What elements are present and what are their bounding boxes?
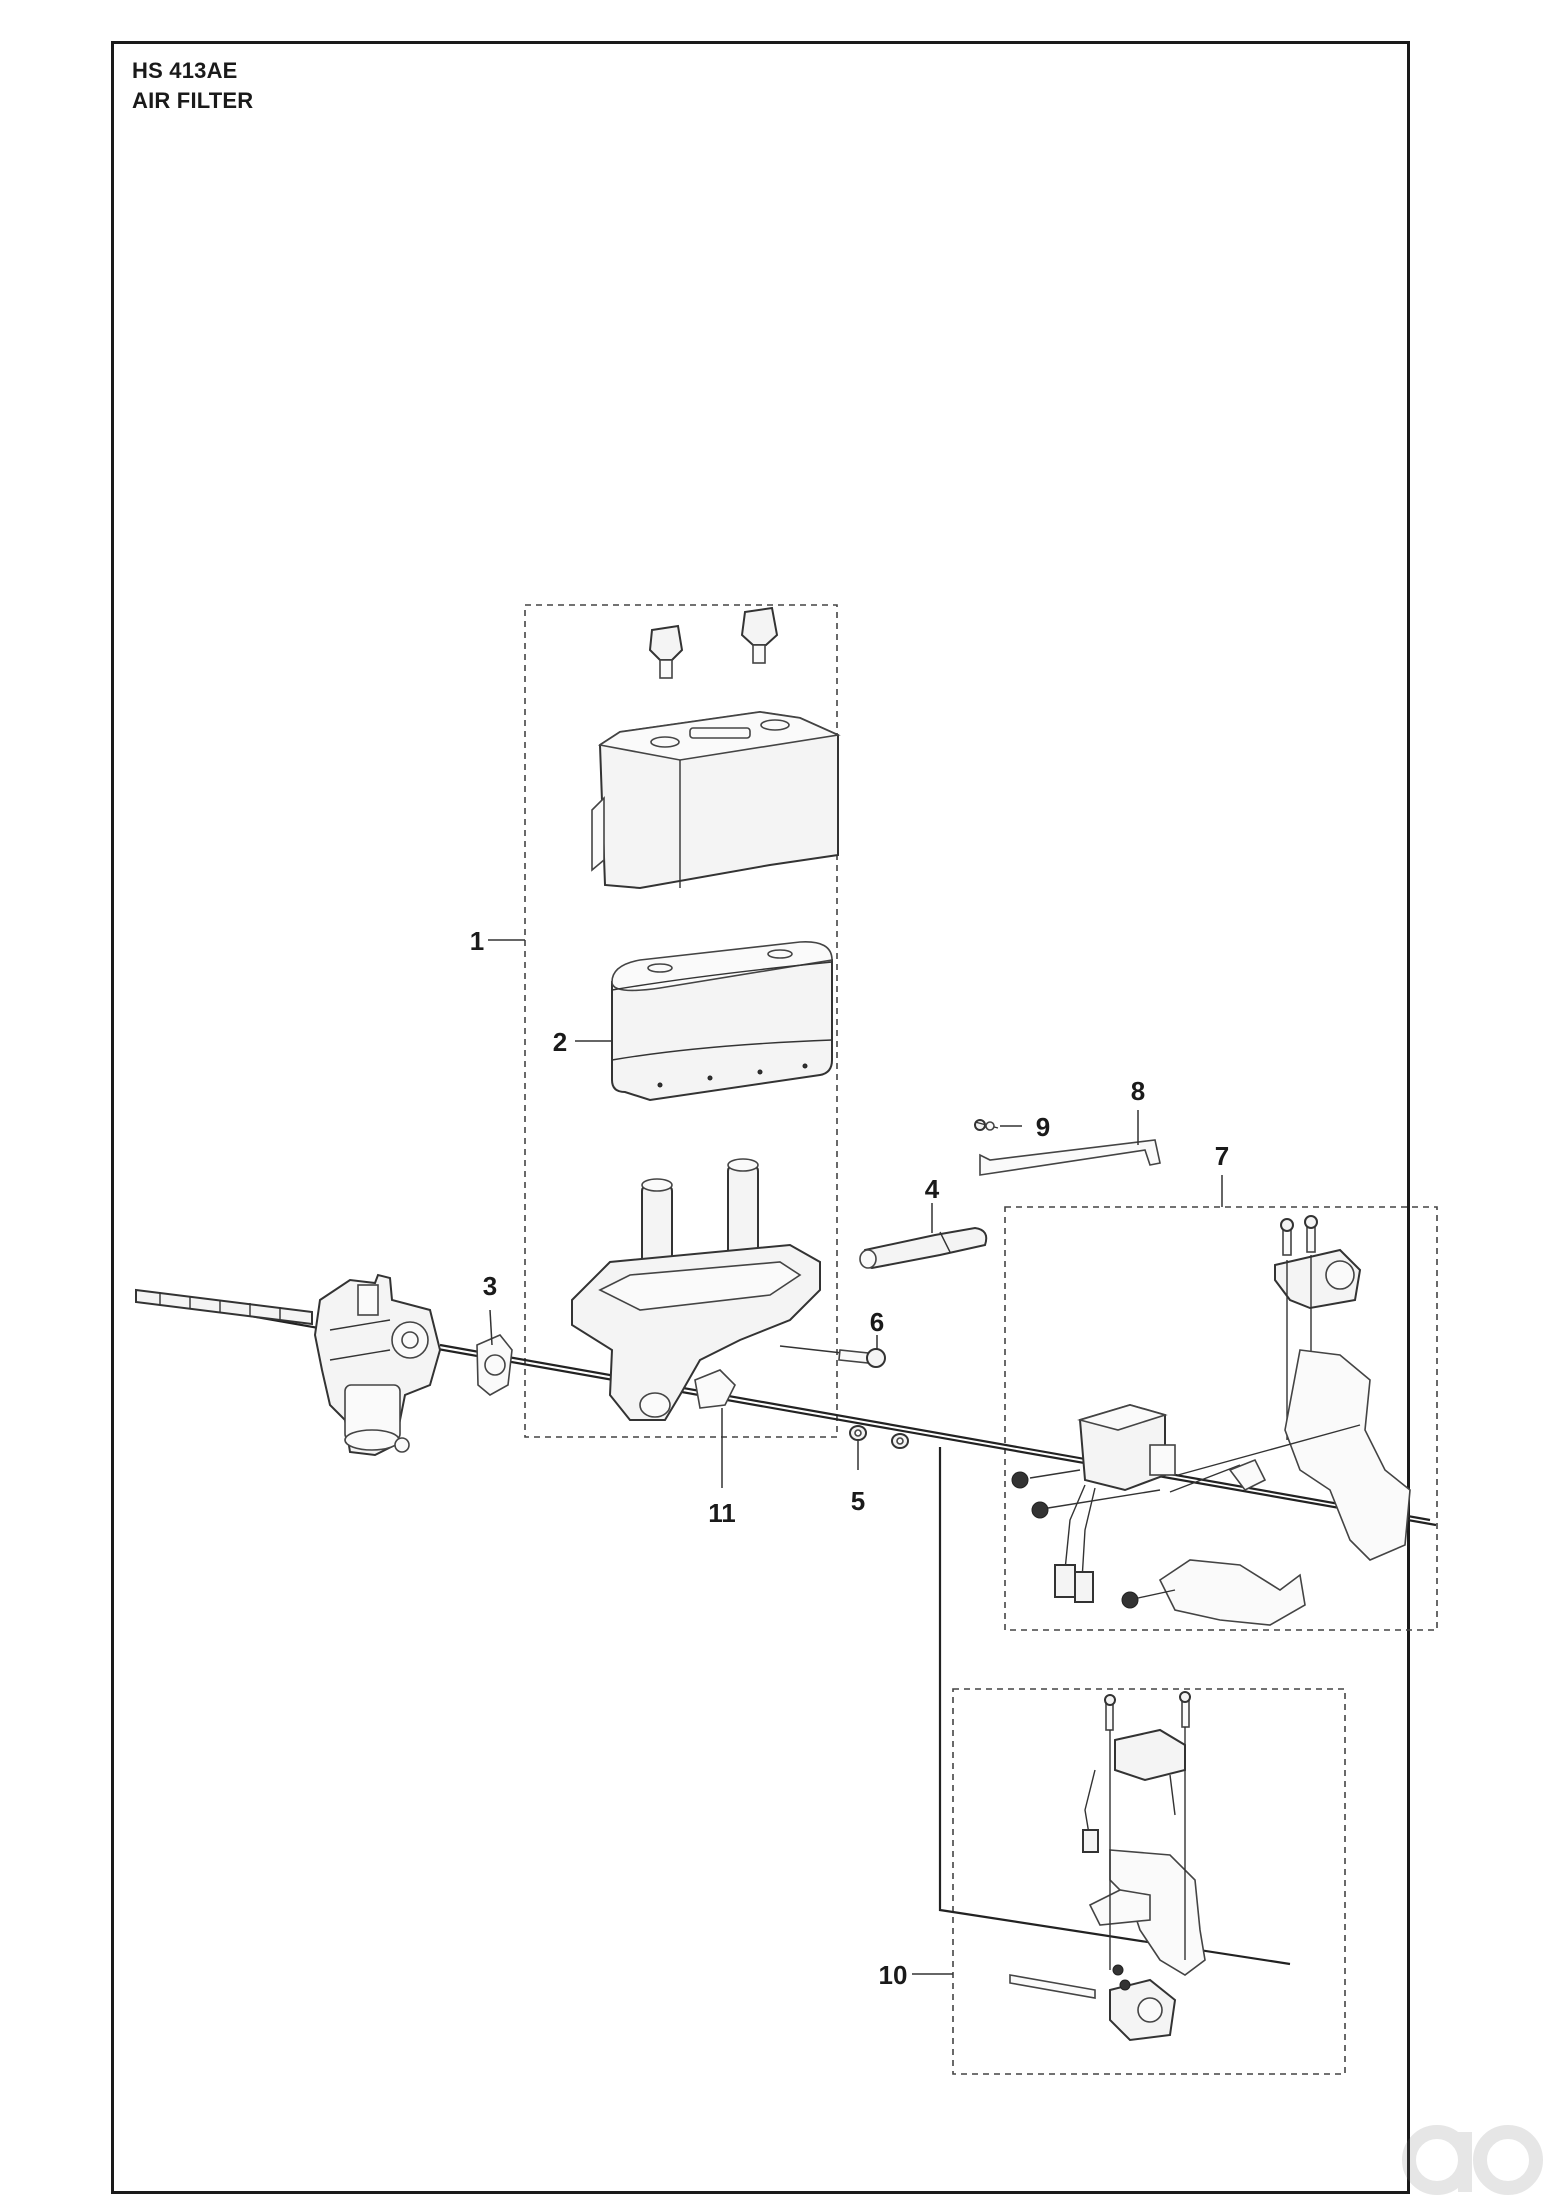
callout-8: 8 <box>1131 1076 1145 1106</box>
breather-tube-part-4 <box>859 1226 988 1270</box>
washer-part-5 <box>849 1425 909 1449</box>
callout-11: 11 <box>708 1498 736 1528</box>
wing-nut-left <box>648 624 684 679</box>
callout-1: 1 <box>470 926 484 956</box>
carburetor <box>313 1273 442 1457</box>
diagram-frame <box>111 41 1410 2194</box>
air-filter-cover <box>591 710 841 890</box>
bolt-part-6 <box>779 1345 886 1368</box>
wing-nut-right <box>740 606 779 664</box>
bracket-assembly-group-10 <box>952 1688 1346 2075</box>
solenoid-bracket-assembly <box>1011 1215 1411 1626</box>
bracket-assembly-group-7 <box>1004 1206 1438 1631</box>
model-title: HS 413AE <box>132 58 238 83</box>
air-filter-assembly-group <box>524 604 838 1438</box>
callout-10: 10 <box>879 1960 908 1990</box>
callout-5: 5 <box>851 1486 865 1516</box>
ao-watermark-logo <box>1402 2125 1543 2195</box>
callout-2: 2 <box>553 1027 567 1057</box>
air-filter-base <box>571 1158 821 1421</box>
callout-3: 3 <box>483 1271 497 1301</box>
callout-4: 4 <box>925 1174 940 1204</box>
rod-part-8 <box>979 1139 1161 1176</box>
callout-9: 9 <box>1036 1112 1050 1142</box>
section-title: AIR FILTER <box>132 88 254 113</box>
callout-7: 7 <box>1215 1141 1229 1171</box>
screw-part-9 <box>974 1119 999 1131</box>
leader-lines <box>488 939 1223 1975</box>
callout-6: 6 <box>870 1307 884 1337</box>
carburetor-stud <box>135 1288 313 1326</box>
air-filter-element-part-2 <box>611 941 833 1102</box>
alternate-bracket-assembly <box>1009 1691 1206 2042</box>
gasket-part-3 <box>476 1334 513 1396</box>
